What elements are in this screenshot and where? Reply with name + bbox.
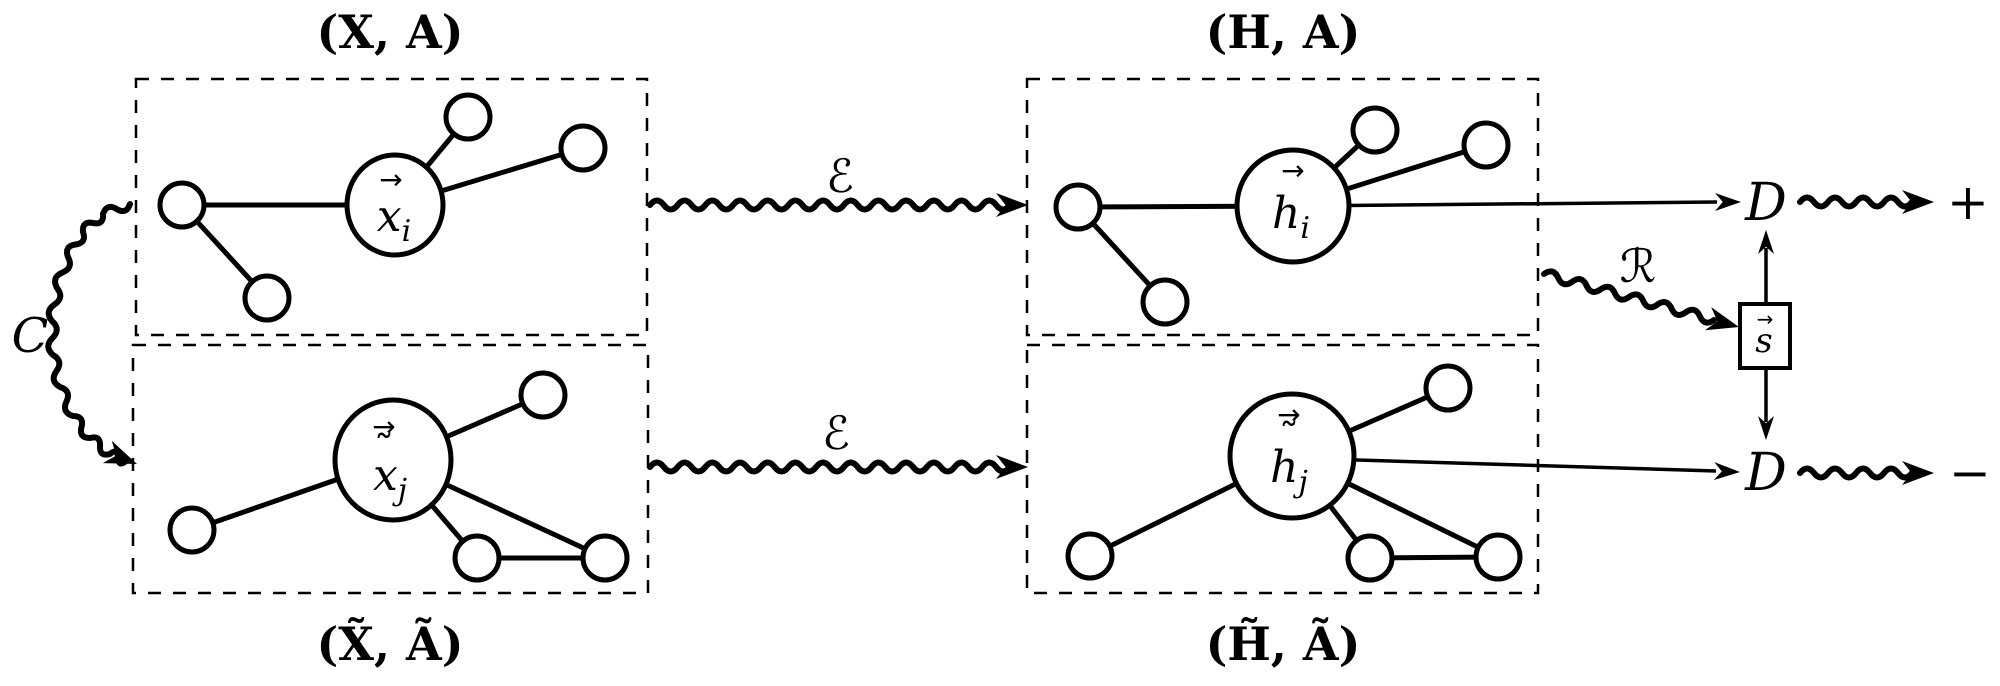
vector-arrow-mark: → bbox=[1281, 154, 1304, 187]
tilde-mark: ˜ bbox=[1279, 416, 1299, 462]
readout-arrow bbox=[1541, 268, 1739, 331]
node-label-hi: → hi bbox=[1272, 154, 1310, 246]
node-label-text: hj bbox=[1270, 442, 1308, 500]
node-label-xi: → xi bbox=[377, 163, 411, 249]
node-label-summary: → s bbox=[1755, 307, 1773, 361]
encoder-arrow-top bbox=[647, 193, 1028, 217]
tilde-mark: ˜ bbox=[374, 428, 394, 474]
hi-to-discriminator-arrow bbox=[1292, 193, 1741, 211]
discriminator-bottom-label: D bbox=[1744, 443, 1787, 503]
readout-arrowhead bbox=[1704, 307, 1739, 331]
graph-node bbox=[1140, 277, 1190, 327]
node-label-text: s bbox=[1755, 321, 1772, 361]
input-graph: → xi bbox=[157, 92, 608, 323]
corrupted-graph: → ˜ xj bbox=[167, 370, 630, 583]
input-graph-label: (X, A) bbox=[317, 5, 464, 59]
graph-node bbox=[1053, 182, 1103, 232]
hj-to-discriminator-arrow bbox=[1291, 456, 1740, 481]
positive-score-arrow bbox=[1797, 190, 1934, 214]
node-label-text: xi bbox=[377, 191, 411, 249]
graph-node bbox=[452, 533, 502, 583]
summary-up-arrowhead bbox=[1758, 230, 1774, 254]
graph-node bbox=[443, 92, 493, 142]
graph-node bbox=[1423, 363, 1473, 413]
encoder-top-label: ℰ bbox=[826, 149, 854, 203]
graph-node bbox=[1345, 533, 1395, 583]
corrupted-graph-label: (X̃, Ã) bbox=[317, 616, 464, 671]
encoder-top-wavy-path bbox=[647, 197, 1013, 213]
corrupted-graph-box bbox=[131, 343, 650, 595]
embedding-graph-label: (H, A) bbox=[1206, 5, 1361, 59]
graph-node bbox=[1065, 531, 1115, 581]
encoder-bottom-arrowhead bbox=[996, 455, 1028, 479]
positive-arrowhead bbox=[1902, 190, 1934, 214]
node-label-hj: → ˜ hj bbox=[1270, 398, 1308, 500]
encoder-top-arrowhead bbox=[996, 193, 1028, 217]
embedding-graph: → hi bbox=[1053, 105, 1511, 327]
vector-arrow-mark: → bbox=[1757, 307, 1774, 331]
hj-output-line bbox=[1291, 456, 1717, 473]
encoder-bottom-wavy-path bbox=[647, 459, 1013, 475]
positive-score-label: + bbox=[1947, 173, 1989, 231]
readout-label: ℛ bbox=[1620, 239, 1657, 293]
node-label-text: xj bbox=[373, 450, 407, 508]
summary-to-discriminator-bottom-arrow bbox=[1758, 370, 1774, 440]
graph-node bbox=[1473, 532, 1523, 582]
node-xj bbox=[332, 397, 454, 523]
graph-node bbox=[518, 370, 568, 420]
negative-arrowhead bbox=[1902, 461, 1934, 485]
hi-output-arrowhead bbox=[1715, 193, 1741, 211]
corruption-wavy-path bbox=[45, 201, 133, 467]
node-hi bbox=[1234, 147, 1352, 265]
input-graph-box bbox=[134, 77, 649, 337]
hi-output-line bbox=[1292, 200, 1718, 208]
corruption-arrowhead bbox=[102, 440, 137, 464]
corrupted-embedding-graph-label: (H̃, Ã) bbox=[1206, 616, 1361, 671]
negative-score-label: − bbox=[1949, 444, 1991, 502]
negative-wavy-path bbox=[1797, 465, 1915, 481]
graph-node bbox=[580, 533, 630, 583]
vector-arrow-mark: → bbox=[372, 410, 395, 443]
discriminator-top-label: D bbox=[1744, 173, 1787, 233]
node-label-xj: → ˜ xj bbox=[372, 410, 407, 508]
summary-vector-box bbox=[1738, 302, 1792, 370]
negative-score-arrow bbox=[1797, 461, 1934, 485]
corrupted-embedding-graph: → ˜ hj bbox=[1065, 363, 1523, 583]
graph-node bbox=[1350, 105, 1400, 155]
graph-node bbox=[242, 273, 292, 323]
vector-arrow-mark: → bbox=[379, 163, 402, 196]
node-label-text: hi bbox=[1272, 188, 1310, 246]
graph-node bbox=[157, 180, 207, 230]
encoder-arrow-bottom bbox=[647, 455, 1028, 479]
encoder-bottom-label: ℰ bbox=[822, 406, 850, 460]
corruption-arrow bbox=[45, 201, 137, 467]
graph-node bbox=[1461, 120, 1511, 170]
graph-node bbox=[558, 123, 608, 173]
summary-down-arrowhead bbox=[1758, 416, 1774, 440]
embedding-graph-box bbox=[1025, 77, 1540, 337]
corrupted-embedding-graph-box bbox=[1025, 343, 1540, 595]
node-hj bbox=[1227, 391, 1357, 521]
positive-wavy-path bbox=[1797, 194, 1915, 210]
readout-wavy-path bbox=[1541, 268, 1717, 326]
graph-node bbox=[167, 505, 217, 555]
node-xi bbox=[344, 152, 446, 258]
hj-output-arrowhead bbox=[1713, 462, 1740, 481]
summary-to-discriminator-top-arrow bbox=[1758, 230, 1774, 303]
corruption-label: C bbox=[12, 308, 49, 364]
vector-arrow-mark: → bbox=[1277, 398, 1300, 431]
